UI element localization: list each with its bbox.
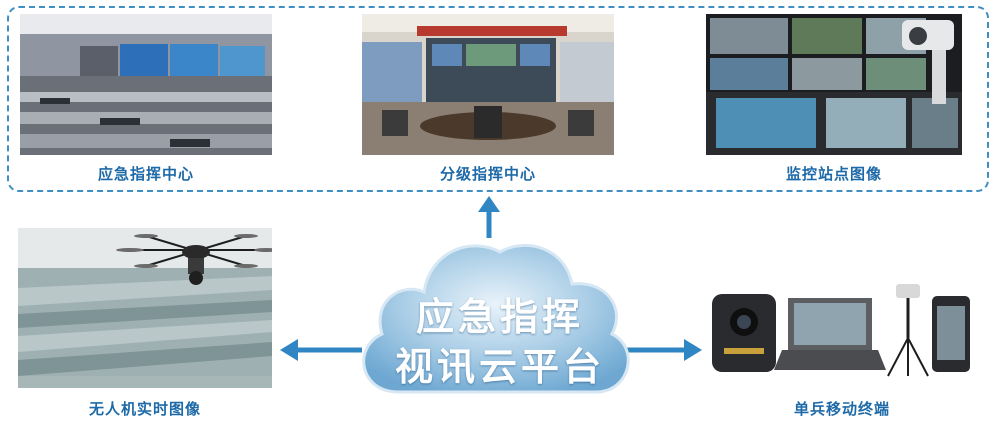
emergency-command-center-label: 应急指挥中心 bbox=[97, 165, 194, 183]
monitoring-station-label: 监控站点图像 bbox=[785, 165, 882, 183]
command-center-group bbox=[7, 6, 989, 192]
monitoring-station-photo bbox=[706, 14, 962, 155]
arrow-left-icon bbox=[280, 339, 362, 361]
sub-command-center-label: 分级指挥中心 bbox=[439, 165, 536, 183]
mobile-terminal-photo bbox=[708, 278, 976, 380]
drone-label: 无人机实时图像 bbox=[88, 400, 201, 418]
drone-photo bbox=[18, 228, 272, 388]
platform-title-line1: 应急指挥 bbox=[415, 295, 584, 339]
cloud-icon bbox=[362, 243, 630, 394]
mobile-terminal-label: 单兵移动终端 bbox=[793, 400, 890, 418]
platform-title-line2: 视讯云平台 bbox=[394, 345, 605, 389]
emergency-command-center-photo bbox=[20, 14, 272, 155]
arrow-right-icon bbox=[618, 339, 702, 361]
sub-command-center-photo bbox=[362, 14, 614, 155]
arrow-up-icon bbox=[478, 196, 500, 238]
